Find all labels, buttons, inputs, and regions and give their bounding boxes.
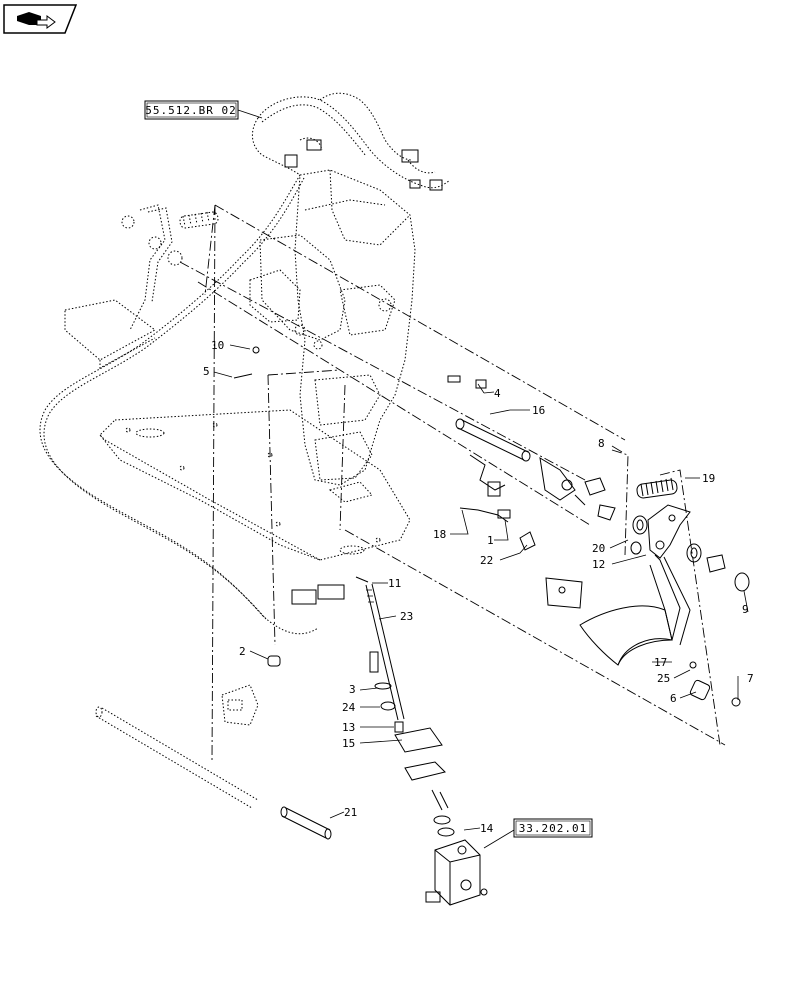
callout-5: 5: [203, 365, 210, 378]
callout-8: 8: [598, 437, 605, 450]
callout-21: 21: [344, 806, 357, 819]
callout-19: 19: [702, 472, 715, 485]
lower-bracket: [221, 684, 259, 726]
steering-console: [249, 169, 416, 486]
callout-20: 20: [592, 542, 605, 555]
left-brake-pedal: [64, 204, 219, 369]
callout-16: 16: [532, 404, 545, 417]
callout-3: 3: [349, 683, 356, 696]
callout-17: 17: [654, 656, 667, 669]
right-brake-pedal: [579, 504, 691, 666]
floor-plate: [99, 409, 411, 561]
callout-11: 11: [388, 577, 401, 590]
callout-18: 18: [433, 528, 446, 541]
reference-box-33202[interactable]: 33.202.01: [483, 818, 593, 849]
callout-6: 6: [670, 692, 677, 705]
callout-25: 25: [657, 672, 670, 685]
callout-15: 15: [342, 737, 355, 750]
callout-leaders: [213, 344, 749, 831]
spring-19: [636, 477, 678, 499]
callout-24: 24: [342, 701, 356, 714]
valve-column: [369, 651, 455, 837]
wiring-harness: [39, 92, 451, 635]
callout-labels: 1 2 3 4 5 6 7 8 9 10 11 12 13 14 15 16 1…: [203, 339, 754, 835]
reference-label-55512: 55.512.BR 02: [145, 104, 236, 117]
callout-12: 12: [592, 558, 605, 571]
control-rod-23: [365, 583, 405, 721]
hardware-small: [233, 346, 741, 707]
callout-13: 13: [342, 721, 355, 734]
reference-box-55512[interactable]: 55.512.BR 02: [144, 100, 263, 120]
callout-14: 14: [480, 822, 494, 835]
valve-block-14: [425, 839, 488, 906]
callout-10: 10: [211, 339, 224, 352]
callout-7: 7: [747, 672, 754, 685]
rod-21: [95, 706, 332, 840]
callout-4: 4: [494, 387, 501, 400]
back-arrow-icon: [17, 12, 56, 29]
callout-2: 2: [239, 645, 246, 658]
shaft-16: [455, 418, 531, 462]
callout-9: 9: [742, 603, 749, 616]
callout-22: 22: [480, 554, 493, 567]
switch-assemblies: [447, 375, 616, 609]
reference-label-33202: 33.202.01: [519, 822, 588, 835]
assembly-lines: [179, 204, 726, 761]
callout-23: 23: [400, 610, 413, 623]
bushings: [630, 515, 750, 592]
callout-1: 1: [487, 534, 494, 547]
nav-back-button[interactable]: [3, 4, 77, 34]
harness-connectors: [284, 139, 443, 605]
